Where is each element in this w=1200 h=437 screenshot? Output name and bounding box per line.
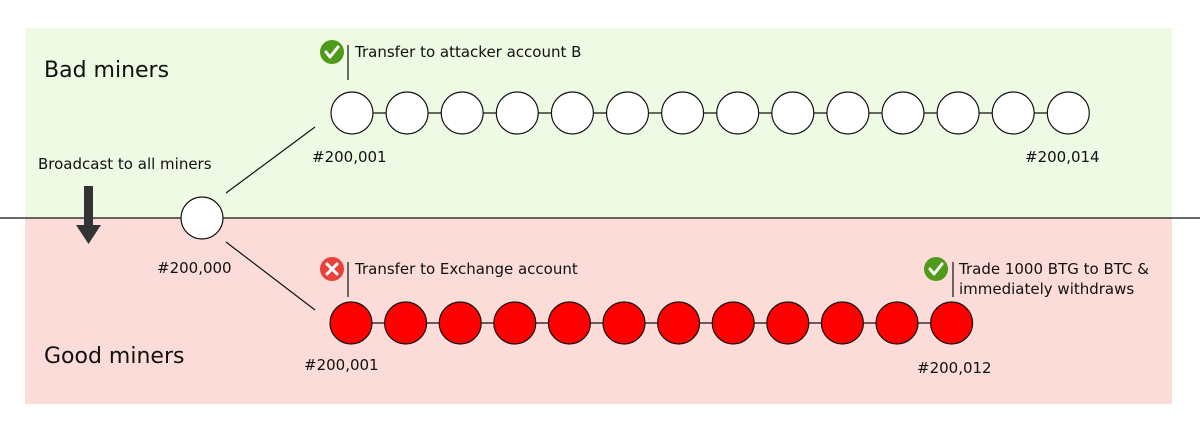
good-chain-end-note: Trade 1000 BTG to BTC & immediately with… bbox=[959, 259, 1149, 299]
good-chain-block bbox=[602, 301, 646, 345]
root-block-label: #200,000 bbox=[157, 259, 232, 277]
bad-chain-block bbox=[605, 91, 650, 135]
bad-chain-block bbox=[771, 91, 815, 135]
bad-chain bbox=[330, 91, 1090, 135]
bad-chain-block bbox=[716, 91, 760, 135]
bad-miners-label: Bad miners bbox=[44, 58, 170, 83]
bad-chain-start-label: #200,001 bbox=[312, 148, 387, 166]
good-chain-block bbox=[820, 301, 865, 345]
check-circle-icon bbox=[320, 40, 344, 64]
x-circle-icon bbox=[320, 257, 344, 281]
bad-chain-block bbox=[550, 91, 595, 135]
good-chain-start-label: #200,001 bbox=[304, 356, 379, 374]
good-chain-end-note-line-2: immediately withdraws bbox=[959, 280, 1135, 298]
good-chain-block bbox=[493, 301, 537, 345]
bad-chain-block bbox=[936, 91, 980, 135]
good-chain-block bbox=[929, 301, 974, 345]
fork-line-good bbox=[225, 241, 316, 311]
bad-chain-block bbox=[991, 91, 1035, 135]
good-chain-block bbox=[547, 301, 592, 345]
good-chain-start-note-text: Transfer to Exchange account bbox=[355, 260, 578, 278]
bad-chain-block bbox=[1046, 91, 1090, 135]
bad-chain-block bbox=[385, 91, 429, 135]
good-miners-label: Good miners bbox=[44, 344, 185, 369]
root-block bbox=[180, 196, 224, 240]
good-chain-block bbox=[438, 301, 482, 345]
good-chain bbox=[329, 301, 974, 345]
good-chain-block bbox=[711, 301, 755, 345]
bad-chain-block bbox=[440, 91, 484, 135]
fork-line-bad bbox=[225, 126, 316, 194]
bad-chain-block bbox=[495, 91, 539, 135]
bad-chain-block bbox=[330, 91, 374, 135]
good-chain-end-note-line-1: Trade 1000 BTG to BTC & bbox=[959, 260, 1149, 278]
bad-chain-note: Transfer to attacker account B bbox=[355, 42, 581, 62]
good-chain-start-note: Transfer to Exchange account bbox=[355, 259, 578, 279]
good-chain-block bbox=[766, 301, 810, 345]
broadcast-label: Broadcast to all miners bbox=[38, 155, 212, 173]
good-chain-end-label: #200,012 bbox=[917, 359, 992, 377]
good-chain-block bbox=[875, 301, 919, 345]
good-chain-block bbox=[656, 301, 701, 345]
bad-chain-block bbox=[660, 91, 705, 135]
bad-chain-block bbox=[881, 91, 925, 135]
good-chain-block bbox=[384, 301, 428, 345]
bad-miners-region bbox=[25, 28, 1172, 218]
check-circle-icon bbox=[924, 257, 948, 281]
good-chain-block bbox=[329, 301, 373, 345]
bad-chain-block bbox=[826, 91, 870, 135]
bad-chain-end-label: #200,014 bbox=[1025, 148, 1100, 166]
bad-chain-note-text: Transfer to attacker account B bbox=[355, 43, 582, 61]
arrow-down-icon bbox=[76, 186, 101, 244]
good-miners-region bbox=[25, 218, 1172, 404]
